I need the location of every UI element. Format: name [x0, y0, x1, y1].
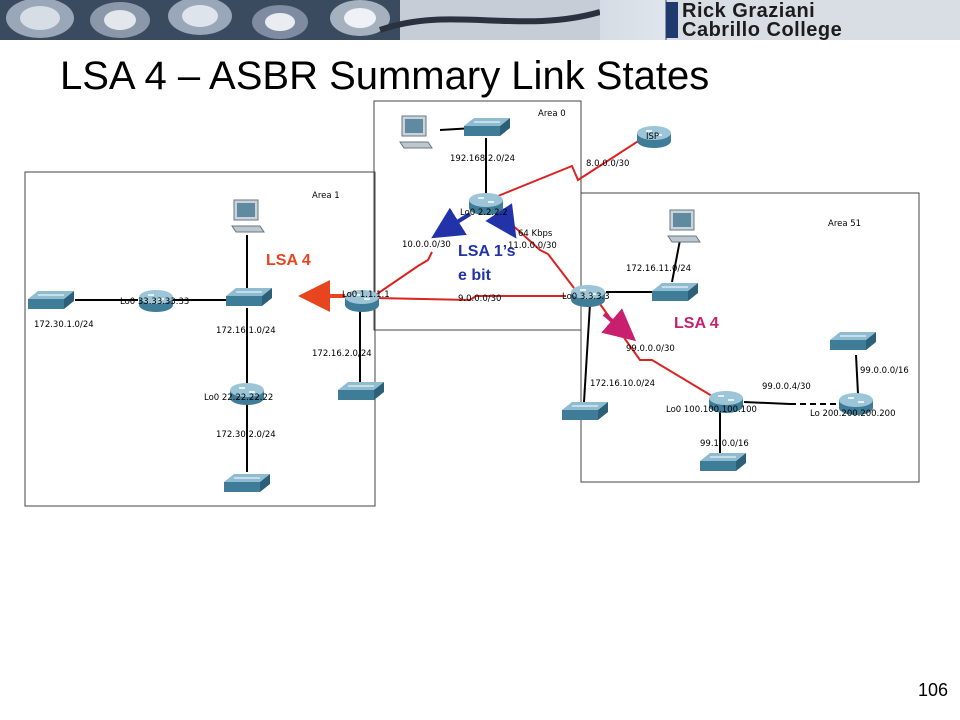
logo-name: Rick Graziani [682, 0, 816, 22]
cable-photo [0, 0, 600, 40]
lsa4-right-arrow [601, 308, 637, 342]
lsa4-left-label: LSA 4 [266, 252, 311, 269]
label-r33-lo: Lo0 33.33.33.33 [120, 297, 189, 307]
switch-99-16-icon [829, 331, 877, 351]
lsa1-arrow-left [431, 207, 472, 239]
area1-label: Area 1 [312, 191, 340, 201]
label-17216-2: 172.16.2.0/24 [312, 349, 372, 359]
logo-mark [666, 2, 678, 38]
area0-switch-icon [463, 117, 511, 137]
label-17230-2: 172.30.2.0/24 [216, 430, 276, 440]
area51-pc-icon [667, 209, 701, 243]
label-9: 9.0.0.0/30 [458, 294, 501, 304]
switch-17216-10-icon [561, 401, 609, 421]
switch-17216-2-icon [337, 381, 385, 401]
label-r22-lo: Lo0 22.22.22.22 [204, 393, 273, 403]
area51-label: Area 51 [828, 219, 861, 229]
isp-label: ISP [646, 132, 659, 142]
label-r200-lo: Lo 200.200.200.200 [810, 409, 896, 419]
label-8: 8.0.0.0/30 [586, 159, 629, 169]
area1-box [24, 171, 376, 507]
label-17230-1: 172.30.1.0/24 [34, 320, 94, 330]
lsa1-label-line2: e bit [458, 267, 492, 284]
area51-box [580, 192, 920, 483]
page-title: LSA 4 – ASBR Summary Link States [60, 54, 710, 98]
lsa1-arrow-right [485, 203, 517, 239]
lsa1-label-line1: LSA 1’s [458, 243, 516, 260]
label-11: 11.0.0.0/30 [508, 241, 557, 251]
label-17216-10: 172.16.10.0/24 [590, 379, 655, 389]
label-192: 192.168.2.0/24 [450, 154, 515, 164]
area0-pc-icon [399, 115, 433, 149]
area0-label: Area 0 [538, 109, 566, 119]
switch-17230-1-icon [27, 290, 75, 310]
label-bw: 64 Kbps [518, 229, 553, 239]
label-r1-lo: Lo0 1.1.1.1 [342, 290, 390, 300]
label-r100-lo: Lo0 100.100.100.100 [666, 405, 757, 415]
label-17216-1: 172.16.1.0/24 [216, 326, 276, 336]
page-number: 106 [918, 680, 949, 700]
area1-core-switch-icon [225, 287, 273, 307]
label-99-0-30: 99.0.0.0/30 [626, 344, 675, 354]
label-r2-lo: Lo0 2.2.2.2 [460, 208, 508, 218]
label-r3-lo: Lo0 3.3.3.3 [562, 292, 610, 302]
logo-box [665, 0, 960, 40]
switch-991-icon [699, 452, 747, 472]
label-991: 99.1.0.0/16 [700, 439, 749, 449]
header-banner: Rick Graziani Cabrillo College [0, 0, 960, 41]
switch-17230-2-icon [223, 473, 271, 493]
area1-pc-icon [231, 199, 265, 233]
label-17216-11: 172.16.11.0/24 [626, 264, 691, 274]
label-10: 10.0.0.0/30 [402, 240, 451, 250]
lan-links [75, 127, 859, 472]
switch-17216-11-icon [651, 282, 699, 302]
lsa4-right-label: LSA 4 [674, 315, 719, 332]
logo-college: Cabrillo College [682, 19, 843, 41]
label-99-16: 99.0.0.0/16 [860, 366, 909, 376]
label-99-4: 99.0.0.4/30 [762, 382, 811, 392]
